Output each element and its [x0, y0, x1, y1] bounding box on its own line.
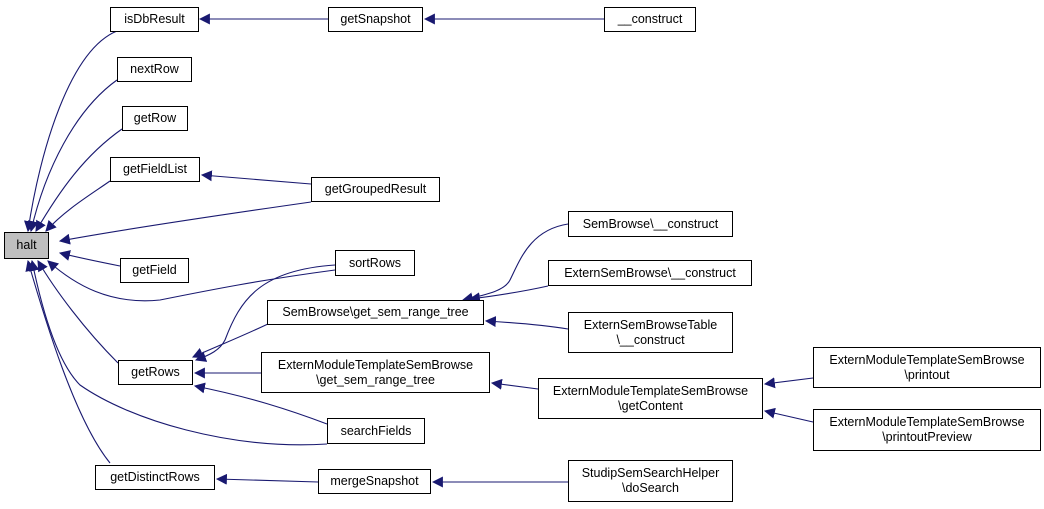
node-getField[interactable]: getField — [120, 258, 189, 283]
node-label: getField — [132, 263, 177, 277]
edge-extModPrintoutPreview-extModGetContent — [763, 407, 814, 423]
edge-getDistinctRows-halt — [25, 259, 111, 464]
node-label: SemBrowse\__construct — [582, 216, 719, 231]
edge-extModGetContent-extModTree — [490, 378, 539, 390]
node-label-line1: ExternModuleTemplateSemBrowse — [829, 352, 1025, 367]
node-label: getRows — [131, 365, 180, 379]
node-label-line2: \printout — [904, 367, 950, 382]
node-label: SemBrowse\get_sem_range_tree — [282, 305, 469, 319]
edge-sortRows-halt — [47, 260, 336, 302]
node-halt: halt — [4, 232, 49, 259]
node-label-line2: \__construct — [616, 332, 685, 347]
node-isDbResult[interactable]: isDbResult — [110, 7, 199, 32]
node-getGroupedResult[interactable]: getGroupedResult — [311, 177, 440, 202]
node-label: getRow — [133, 111, 177, 125]
node-label: halt — [16, 238, 37, 252]
edge-getGroupedResult-getFieldList — [200, 170, 312, 185]
node-studipDoSearch[interactable]: StudipSemSearchHelper \doSearch — [568, 460, 733, 502]
node-externSemBrowseConstruct[interactable]: ExternSemBrowse\__construct — [548, 260, 752, 286]
node-semBrowseConstruct[interactable]: SemBrowse\__construct — [568, 211, 733, 237]
node-searchFields[interactable]: searchFields — [327, 418, 425, 444]
node-externSemBrowseTable[interactable]: ExternSemBrowseTable \__construct — [568, 312, 733, 353]
edge-externSemBrowseTable-semBrowseTree — [484, 316, 569, 330]
node-semBrowseTree[interactable]: SemBrowse\get_sem_range_tree — [267, 300, 484, 325]
node-label-line1: StudipSemSearchHelper — [581, 466, 720, 480]
edge-searchFields-getRows — [193, 382, 328, 425]
edge-mergeSnapshot-getDistinctRows — [215, 473, 319, 485]
edge-getRow-halt — [35, 128, 123, 232]
node-label-line1: ExternModuleTemplateSemBrowse — [552, 383, 749, 398]
node-label: getSnapshot — [340, 12, 411, 26]
edge-sortRows-getRows — [194, 264, 336, 362]
node-label-line1: ExternModuleTemplateSemBrowse — [277, 357, 474, 372]
node-extModPrintout[interactable]: ExternModuleTemplateSemBrowse \printout — [813, 347, 1041, 388]
node-label-line2: \getContent — [618, 398, 683, 413]
node-label: getFieldList — [123, 162, 187, 176]
node-label-line2: \printoutPreview — [882, 430, 972, 444]
node-sortRows[interactable]: sortRows — [335, 250, 415, 276]
node-getFieldList[interactable]: getFieldList — [110, 157, 200, 182]
edge-searchFields-halt — [28, 259, 328, 446]
node-getRows[interactable]: getRows — [118, 360, 193, 385]
node-label: isDbResult — [124, 12, 185, 26]
node-nextRow[interactable]: nextRow — [117, 57, 192, 82]
node-label: nextRow — [130, 62, 179, 76]
node-label: ExternSemBrowse\__construct — [564, 265, 736, 280]
node-label: __construct — [617, 12, 683, 26]
edge-semBrowseTree-getRows — [191, 322, 271, 359]
node-label-line1: ExternModuleTemplateSemBrowse — [829, 415, 1025, 429]
edge-externSemBrowseConstruct-semBrowseTree — [468, 285, 549, 304]
node-getDistinctRows[interactable]: getDistinctRows — [95, 465, 215, 490]
edge-semBrowseConstruct-semBrowseTree — [461, 223, 569, 304]
edge-getFieldList-halt — [45, 180, 111, 232]
edge-extModPrintout-extModGetContent — [763, 377, 814, 389]
node-label: mergeSnapshot — [330, 474, 419, 488]
node-getSnapshot[interactable]: getSnapshot — [328, 7, 423, 32]
edge-getGroupedResult-halt — [58, 201, 312, 245]
node-getRow[interactable]: getRow — [122, 106, 188, 131]
edge-nextRow-halt — [27, 79, 118, 233]
node-label-line2: \get_sem_range_tree — [316, 372, 435, 387]
node-extModTree[interactable]: ExternModuleTemplateSemBrowse \get_sem_r… — [261, 352, 490, 393]
node-label: getDistinctRows — [110, 470, 200, 484]
node-label: sortRows — [348, 255, 402, 270]
node-construct[interactable]: __construct — [604, 7, 696, 32]
node-mergeSnapshot[interactable]: mergeSnapshot — [318, 469, 431, 494]
node-label-line1: ExternSemBrowseTable — [583, 317, 718, 332]
edge-getRows-halt — [37, 260, 119, 364]
edge-isDbResult-halt — [24, 30, 118, 233]
node-extModPrintoutPreview[interactable]: ExternModuleTemplateSemBrowse \printoutP… — [813, 409, 1041, 451]
node-label: getGroupedResult — [324, 182, 427, 196]
node-label: searchFields — [340, 423, 412, 438]
node-label-line2: \doSearch — [622, 481, 679, 495]
edge-getField-halt — [58, 250, 121, 267]
node-extModGetContent[interactable]: ExternModuleTemplateSemBrowse \getConten… — [538, 378, 763, 419]
